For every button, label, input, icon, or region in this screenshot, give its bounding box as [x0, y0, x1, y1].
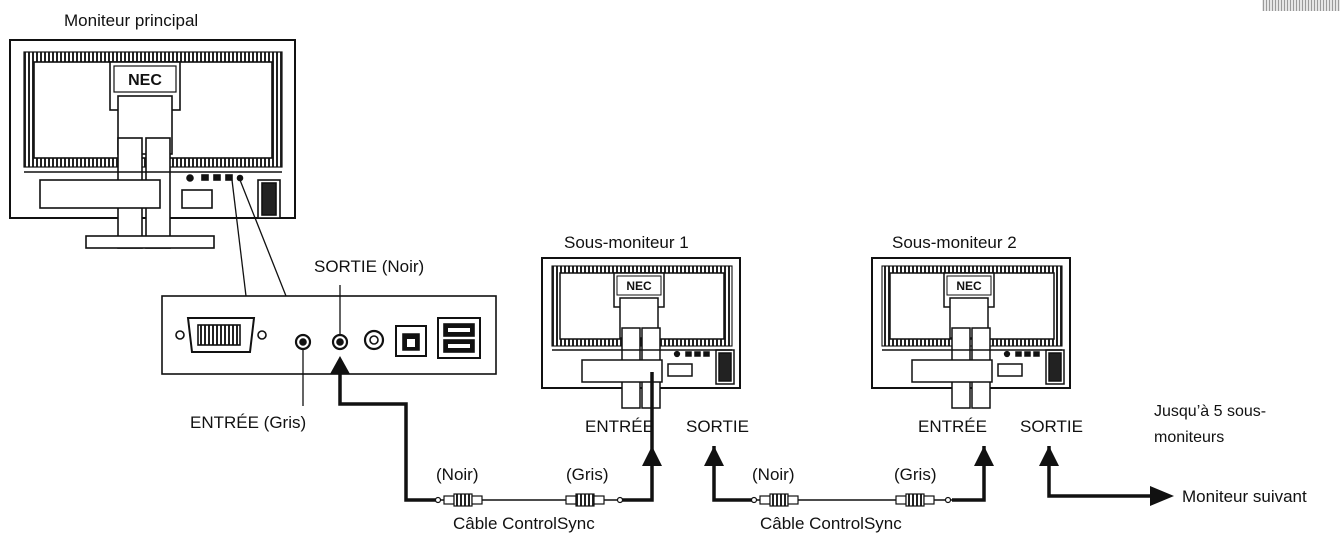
arrow-main-sortie — [330, 356, 350, 374]
limit-label-line2: moniteurs — [1154, 429, 1224, 446]
cable-path-sub1-out — [712, 446, 752, 502]
corner-band — [1262, 0, 1340, 11]
nec-logo-main: NEC — [113, 65, 177, 93]
cable1-gris-label: (Gris) — [566, 465, 608, 484]
cable2-gris-label: (Gris) — [894, 465, 936, 484]
cable1-noir-label: (Noir) — [436, 465, 479, 484]
connector-panel — [161, 295, 497, 375]
arrow-sub1-entree — [642, 446, 662, 466]
entree-gris-label: ENTRÉE (Gris) — [190, 413, 306, 432]
cable2-name-label: Câble ControlSync — [760, 514, 902, 533]
controlsync-cable-1 — [434, 493, 624, 507]
svg-text:NEC: NEC — [128, 72, 162, 89]
main-monitor-label: Moniteur principal — [64, 11, 198, 30]
cable2-noir-label: (Noir) — [752, 465, 795, 484]
arrow-next-monitor — [1150, 486, 1174, 506]
controlsync-cable-2 — [750, 493, 952, 507]
arrow-sub2-sortie — [1039, 446, 1059, 466]
arrow-sub1-sortie — [704, 446, 724, 466]
cable-path-sub2-in — [952, 446, 986, 502]
cable-path-main-out — [338, 368, 436, 502]
sortie-noir-label: SORTIE (Noir) — [314, 257, 424, 276]
sub1-entree-label: ENTRÉE — [585, 417, 654, 436]
sub2-sortie-label: SORTIE — [1020, 417, 1083, 436]
next-monitor-label: Moniteur suivant — [1182, 487, 1307, 506]
nec-logo-sub1: NEC — [616, 275, 662, 296]
svg-text:NEC: NEC — [956, 279, 982, 293]
cable1-name-label: Câble ControlSync — [453, 514, 595, 533]
arrow-sub2-entree — [974, 446, 994, 466]
sub1-sortie-label: SORTIE — [686, 417, 749, 436]
cable-path-sub1-in — [622, 372, 654, 502]
svg-text:NEC: NEC — [626, 279, 652, 293]
sub-monitor-2-label: Sous-moniteur 2 — [892, 233, 1017, 252]
cable-path-next — [1047, 446, 1152, 498]
sub2-entree-label: ENTRÉE — [918, 417, 987, 436]
nec-logo-sub2: NEC — [946, 275, 992, 296]
sub-monitor-1-label: Sous-moniteur 1 — [564, 233, 689, 252]
zoom-lines — [231, 179, 287, 297]
limit-label-line1: Jusqu’à 5 sous- — [1154, 403, 1266, 420]
